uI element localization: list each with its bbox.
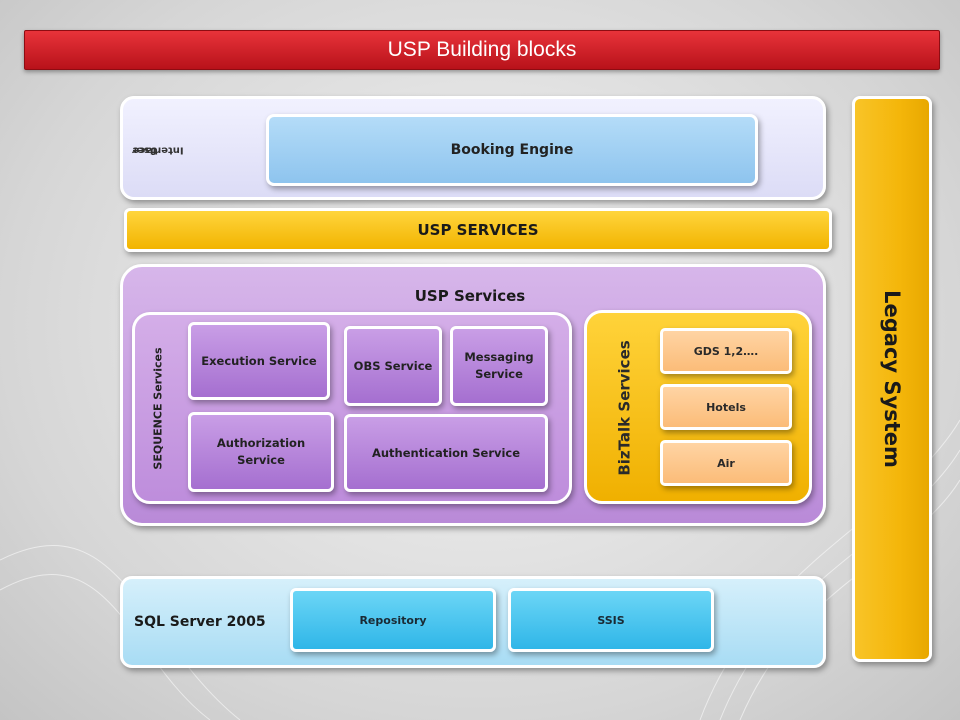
gds-block[interactable]: GDS 1,2…. bbox=[660, 328, 792, 374]
booking-engine-block[interactable]: Booking Engine bbox=[266, 114, 758, 186]
repository-block[interactable]: Repository bbox=[290, 588, 496, 652]
air-label: Air bbox=[717, 456, 735, 470]
execution-service-block[interactable]: Execution Service bbox=[188, 322, 330, 400]
ssis-label: SSIS bbox=[597, 613, 625, 627]
sql-server-label: SQL Server 2005 bbox=[134, 614, 266, 630]
messaging-service-block[interactable]: Messaging Service bbox=[450, 326, 548, 406]
legacy-system-label: Legacy System bbox=[880, 290, 905, 468]
obs-service-block[interactable]: OBS Service bbox=[344, 326, 442, 406]
user-interface-label: User Interface bbox=[122, 110, 185, 190]
obs-service-label: OBS Service bbox=[353, 358, 433, 373]
authentication-service-label: Authentication Service bbox=[371, 445, 521, 460]
sequence-services-label: SEQUENCE Services bbox=[151, 346, 165, 470]
authorization-service-block[interactable]: Authorization Service bbox=[188, 412, 334, 492]
ssis-block[interactable]: SSIS bbox=[508, 588, 714, 652]
execution-service-label: Execution Service bbox=[201, 353, 317, 368]
booking-engine-label: Booking Engine bbox=[450, 142, 574, 158]
authorization-service-label: Authorization Service bbox=[216, 436, 306, 467]
hotels-label: Hotels bbox=[706, 400, 746, 414]
usp-services-bar[interactable]: USP SERVICES bbox=[124, 208, 832, 252]
user-interface-label-line2: Interface bbox=[132, 144, 185, 156]
page-title: USP Building blocks bbox=[387, 38, 577, 61]
air-block[interactable]: Air bbox=[660, 440, 792, 486]
biztalk-services-label: BizTalk Services bbox=[616, 340, 635, 476]
usp-services-title: USP Services bbox=[414, 287, 526, 305]
messaging-service-label: Messaging Service bbox=[464, 350, 534, 381]
repository-label: Repository bbox=[359, 613, 427, 627]
hotels-block[interactable]: Hotels bbox=[660, 384, 792, 430]
gds-label: GDS 1,2…. bbox=[693, 344, 759, 358]
usp-services-bar-label: USP SERVICES bbox=[417, 221, 539, 239]
authentication-service-block[interactable]: Authentication Service bbox=[344, 414, 548, 492]
legacy-system-panel[interactable] bbox=[852, 96, 932, 662]
title-bar: USP Building blocks bbox=[24, 30, 940, 70]
